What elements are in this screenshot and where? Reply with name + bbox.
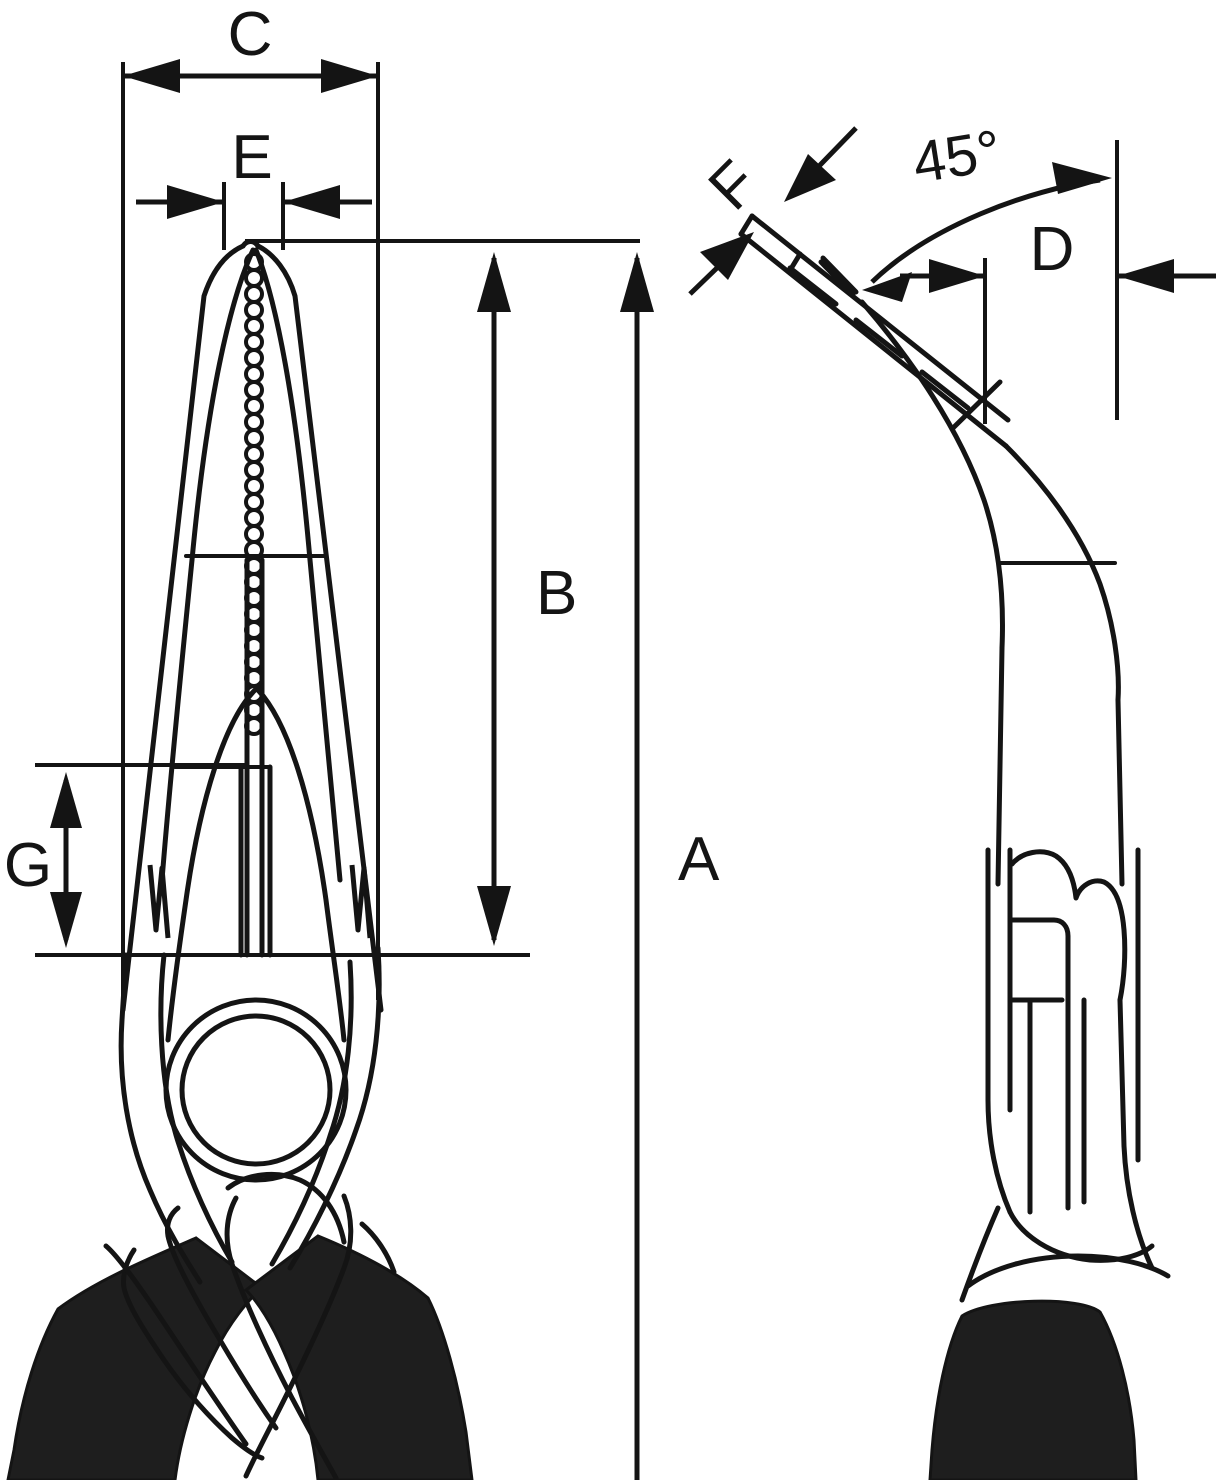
dim-E-arrow	[136, 185, 372, 219]
jaw-serration-pattern	[244, 252, 264, 736]
front-view-group: C E	[4, 0, 720, 1480]
angle-arc-45	[862, 162, 1112, 302]
dim-C-arrow	[123, 59, 378, 93]
side-grip-fill	[928, 1299, 1138, 1480]
angle-label-45: 45°	[909, 118, 1006, 196]
front-body-outline	[120, 239, 384, 1043]
dim-B-arrow	[477, 252, 511, 946]
dim-label-F: F	[696, 148, 772, 224]
dim-label-G: G	[4, 831, 52, 900]
dim-G-arrow	[50, 772, 82, 948]
dim-E-extension-lines	[222, 182, 285, 250]
break-marks	[147, 864, 373, 939]
dim-label-A: A	[678, 825, 720, 894]
front-handle-detail	[103, 1172, 397, 1480]
side-body-outline	[738, 213, 1125, 887]
dim-F-arrow	[688, 126, 858, 296]
dim-A-arrow	[620, 252, 654, 1480]
dim-label-B: B	[536, 559, 577, 628]
side-handle-detail	[959, 847, 1171, 1303]
jaw-centerline-dashed	[787, 265, 971, 411]
left-grip-fill	[6, 1236, 265, 1480]
side-view-group: D 45° F	[688, 118, 1216, 1480]
dim-label-C: C	[228, 0, 273, 69]
dim-D-extension-lines	[983, 140, 1119, 424]
dim-label-D: D	[1030, 215, 1075, 284]
dim-D-arrow	[900, 259, 1216, 293]
dim-C-extension-lines	[121, 62, 380, 1000]
right-grip-fill	[243, 1234, 474, 1480]
dim-label-E: E	[231, 123, 272, 192]
front-joint-head	[118, 945, 382, 1285]
